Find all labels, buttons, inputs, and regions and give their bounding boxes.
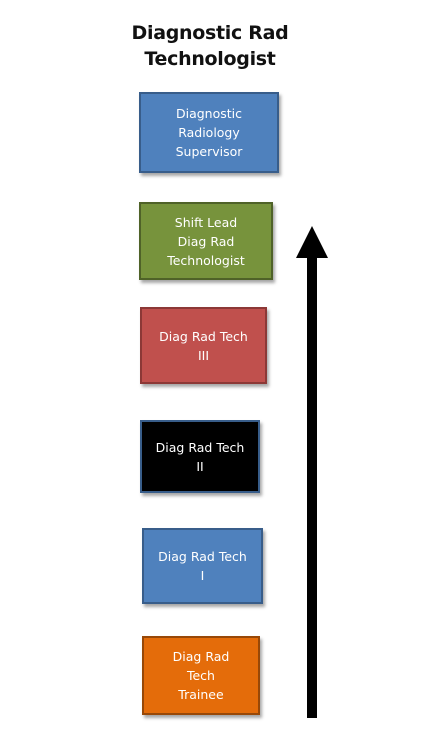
level-box-tech-iii: Diag Rad Tech III [140, 307, 267, 384]
level-box-tech-ii: Diag Rad Tech II [140, 420, 260, 493]
level-label-tech-ii: Diag Rad Tech II [155, 439, 245, 474]
level-label-trainee: Diag Rad Tech Trainee [172, 649, 230, 702]
career-progression-arrow [296, 226, 328, 718]
level-label-supervisor: Diagnostic Radiology Supervisor [175, 106, 243, 159]
level-box-supervisor: Diagnostic Radiology Supervisor [139, 92, 279, 173]
arrow-shaft [307, 256, 317, 718]
level-label-tech-i: Diag Rad Tech I [158, 549, 247, 583]
arrow-head [296, 226, 328, 258]
level-box-trainee: Diag Rad Tech Trainee [142, 636, 260, 715]
level-label-tech-iii: Diag Rad Tech III [159, 328, 248, 363]
diagram-title: Diagnostic Rad Technologist [131, 22, 289, 70]
level-box-tech-i: Diag Rad Tech I [142, 528, 263, 604]
level-box-shift-lead: Shift Lead Diag Rad Technologist [139, 202, 273, 280]
level-label-shift-lead: Shift Lead Diag Rad Technologist [167, 214, 245, 268]
